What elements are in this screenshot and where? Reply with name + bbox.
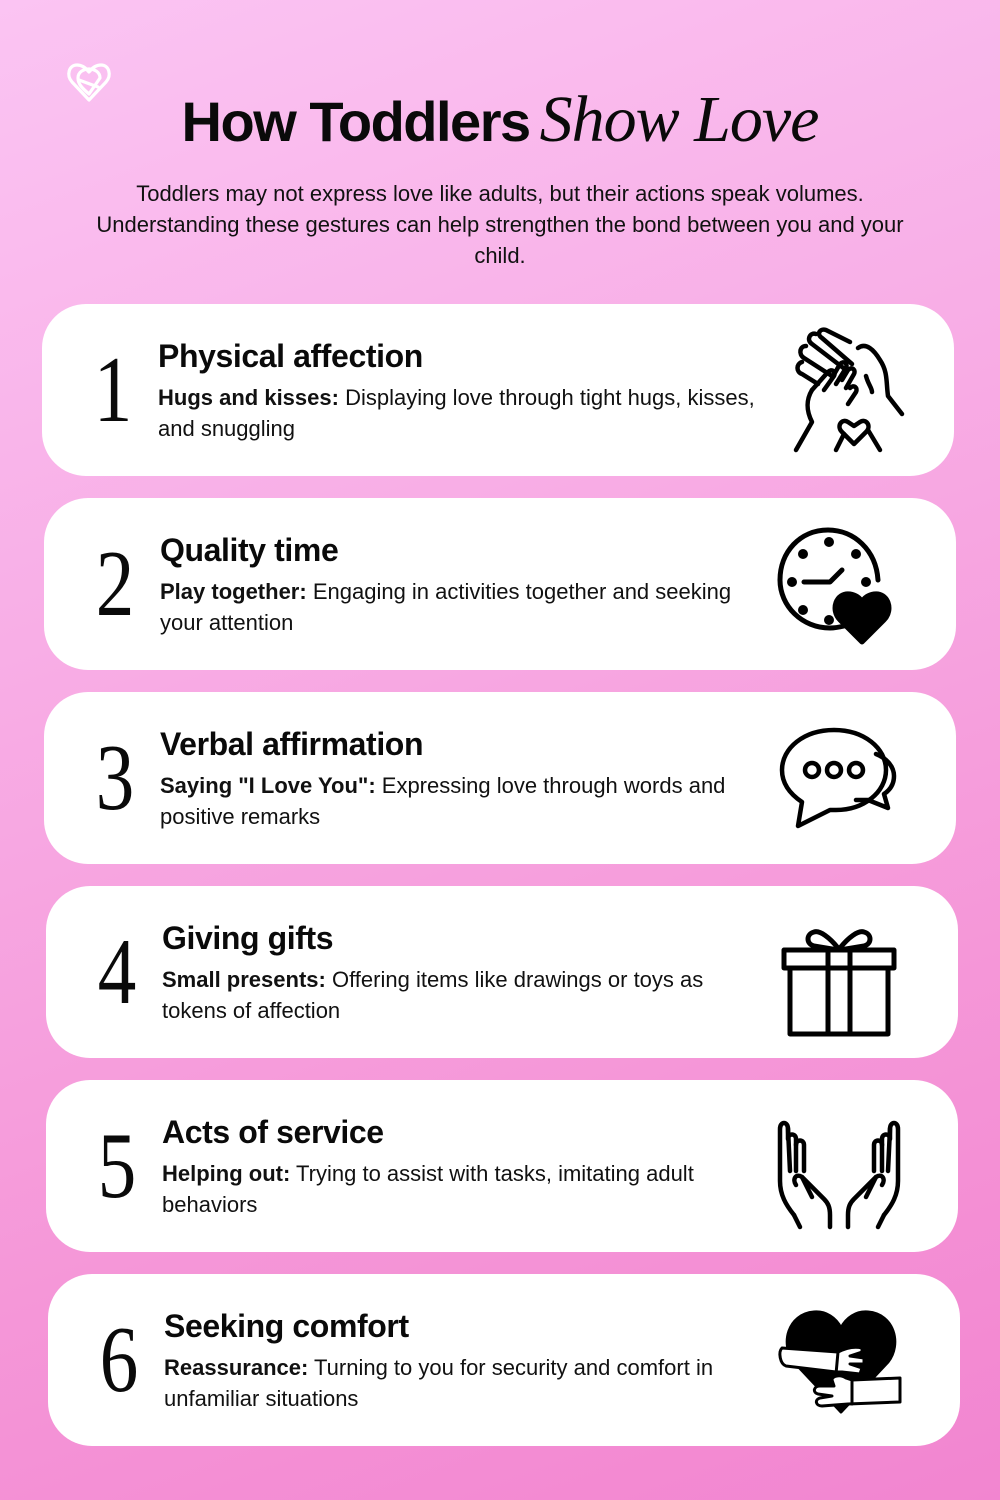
card-heading: Physical affection [158,338,423,374]
speech-bubbles-icon [776,714,906,844]
card-description: Reassurance: Turning to you for security… [164,1352,764,1414]
love-card-acts-of-service: 5 Acts of service Helping out: Trying to… [46,1080,958,1252]
love-card-physical-affection: 1 Physical affection Hugs and kisses: Di… [42,304,954,476]
card-text: Engaging in activities together and seek… [160,579,732,635]
holding-hands-heart-icon [776,326,906,456]
card-heading: Giving gifts [162,920,334,956]
card-description: Helping out: Trying to assist with tasks… [162,1158,762,1220]
card-heading: Quality time [160,532,339,568]
love-card-quality-time: 2 Quality time Play together: Engaging i… [44,498,956,670]
card-description: Play together: Engaging in activities to… [160,576,760,638]
title-script: Show Love [539,83,820,156]
card-text: Expressing love through words and positi… [160,773,726,829]
card-description: Saying "I Love You": Expressing love thr… [160,770,760,832]
card-label: Small presents: [162,967,326,992]
card-number: 3 [95,726,135,830]
card-heading: Verbal affirmation [160,726,424,762]
card-number: 5 [97,1114,137,1218]
card-label: Reassurance: [164,1355,309,1380]
card-label: Play together: [160,579,307,604]
card-heading: Acts of service [162,1114,384,1150]
title-bold: How Toddlers [181,90,532,153]
card-label: Helping out: [162,1161,291,1186]
gift-box-icon [774,912,904,1042]
clock-heart-icon [774,520,904,650]
heart-hug-logo-icon [64,54,114,104]
card-text: Offering items like drawings or toys as … [162,967,704,1023]
card-text: Trying to assist with tasks, imitating a… [162,1161,694,1217]
intro-paragraph: Toddlers may not express love like adult… [96,181,904,268]
card-number: 1 [93,338,133,442]
card-number: 2 [95,532,135,636]
card-label: Saying "I Love You": [160,773,376,798]
card-description: Hugs and kisses: Displaying love through… [158,382,758,444]
love-card-seeking-comfort: 6 Seeking comfort Reassurance: Turning t… [48,1274,960,1446]
card-label: Hugs and kisses: [158,385,339,410]
hugging-heart-icon [776,1292,906,1422]
card-text: Displaying love through tight hugs, kiss… [158,385,755,441]
card-number: 4 [97,920,137,1024]
love-card-giving-gifts: 4 Giving gifts Small presents: Offering … [46,886,958,1058]
open-hands-icon [774,1110,904,1240]
card-text: Turning to you for security and comfort … [164,1355,714,1411]
love-card-verbal-affirmation: 3 Verbal affirmation Saying "I Love You"… [44,692,956,864]
card-heading: Seeking comfort [164,1308,409,1344]
card-number: 6 [99,1308,139,1412]
card-description: Small presents: Offering items like draw… [162,964,762,1026]
